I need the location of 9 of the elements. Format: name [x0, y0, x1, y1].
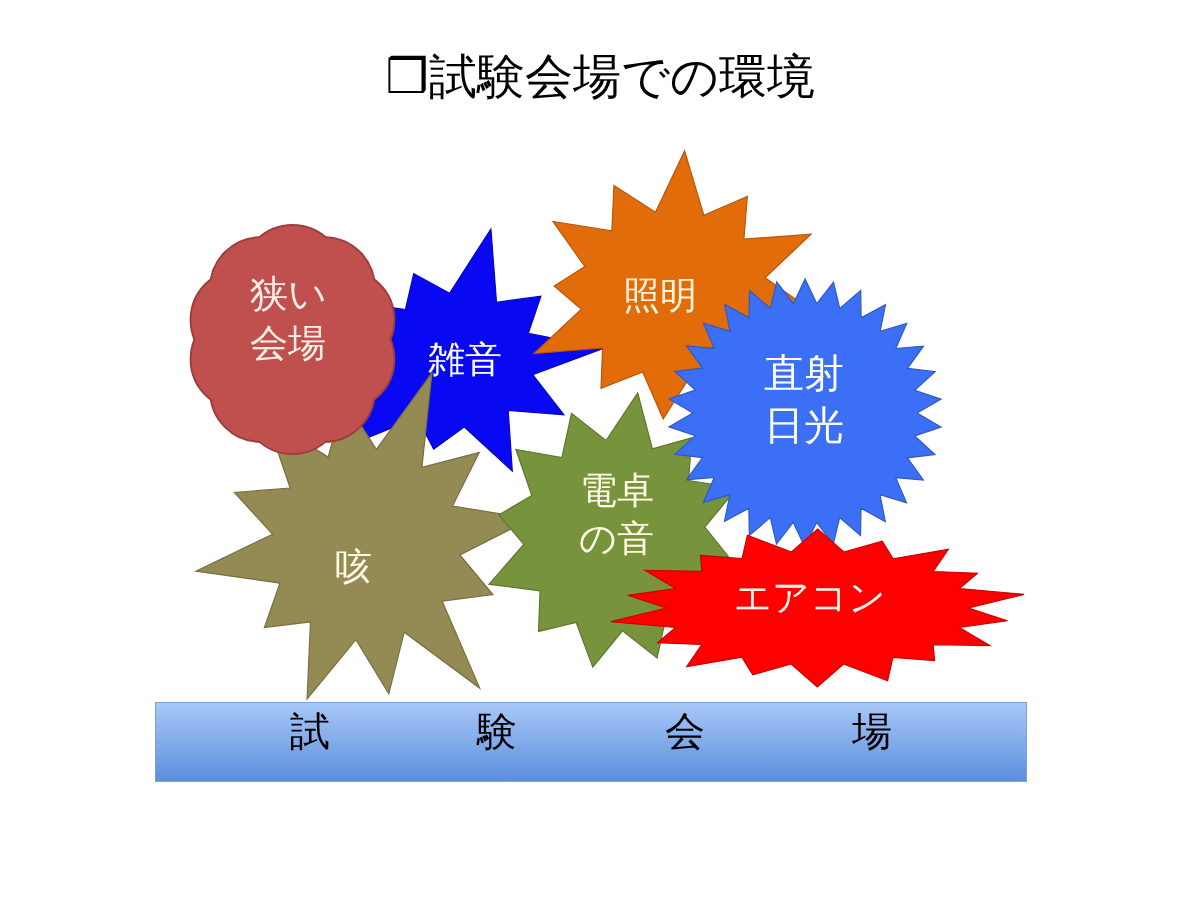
- burst-label: 直射日光: [763, 349, 845, 450]
- burst-label: 雑音: [428, 336, 502, 383]
- burst-label: 電卓の音: [578, 467, 656, 562]
- burst-label: 照明: [623, 272, 697, 319]
- burst-label: 咳: [334, 543, 372, 590]
- burst-label: エアコン: [734, 574, 886, 621]
- bar-label: 試験会場: [290, 707, 892, 756]
- title: ❒試験会場での環境: [385, 47, 815, 106]
- cloud-label: 狭い会場: [248, 270, 328, 367]
